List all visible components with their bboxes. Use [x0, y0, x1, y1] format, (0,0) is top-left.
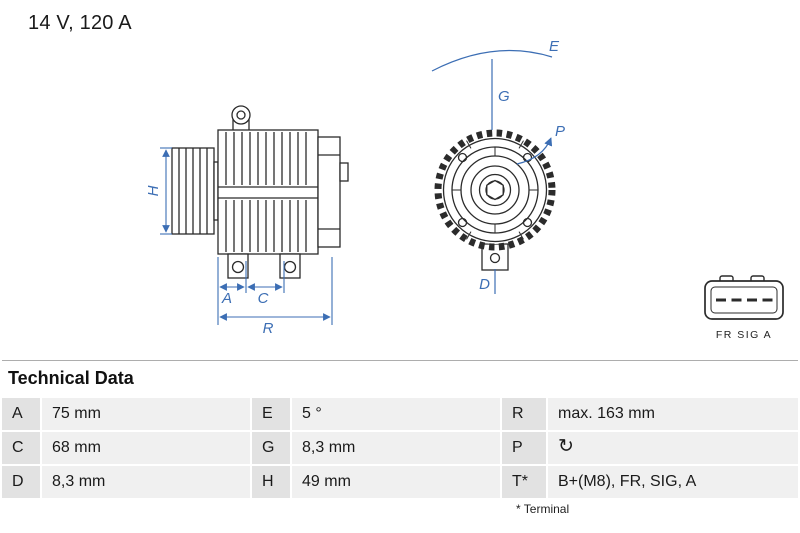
table-cell-key-t: T*	[502, 466, 546, 498]
table-cell-value-a: 75 mm	[42, 398, 250, 430]
mounting-lugs	[227, 253, 301, 279]
dim-label-p: P	[555, 123, 565, 140]
table-cell-key-p: P	[502, 432, 546, 464]
alternator-front-view	[434, 129, 556, 271]
page-title: 14 V, 120 A	[28, 12, 132, 34]
housing	[217, 129, 319, 255]
table-cell-value-h: 49 mm	[292, 466, 500, 498]
table-cell-value-g: 8,3 mm	[292, 432, 500, 464]
table-cell-value-t: B+(M8), FR, SIG, A	[548, 466, 798, 498]
alternator-side-view	[171, 105, 349, 279]
technical-data-section: Technical Data A 75 mm E 5 ° R max. 163 …	[2, 360, 798, 516]
table-cell-key-c: C	[2, 432, 40, 464]
angle-arc-e	[431, 49, 553, 72]
table-cell-key-h: H	[252, 466, 290, 498]
connector-label: FR SIG A	[716, 329, 772, 341]
dim-label-g: G	[498, 88, 510, 105]
side-view-dimensions	[160, 147, 333, 325]
front-view-annotation-labels: E G P D	[479, 38, 565, 293]
table-cell-key-g: G	[252, 432, 290, 464]
table-cell-value-c: 68 mm	[42, 432, 250, 464]
table-cell-key-e: E	[252, 398, 290, 430]
table-cell-value-d: 8,3 mm	[42, 466, 250, 498]
table-cell-value-e: 5 °	[292, 398, 500, 430]
dim-label-e: E	[549, 38, 560, 55]
table-cell-key-d: D	[2, 466, 40, 498]
front-bolt-holes	[457, 152, 533, 228]
dim-label-c: C	[258, 290, 269, 307]
dim-label-a: A	[221, 290, 232, 307]
terminal-footnote: * Terminal	[516, 502, 570, 516]
connector-diagram	[704, 275, 784, 320]
rotation-arrow-p	[516, 137, 553, 165]
rear-cap	[317, 136, 349, 248]
dim-label-r: R	[263, 320, 274, 337]
front-view-annotations	[431, 49, 553, 294]
castellated-rim	[434, 129, 556, 251]
technical-data-heading: Technical Data	[8, 368, 134, 388]
alternator-technical-drawing: H A C R	[145, 38, 784, 341]
table-cell-key-a: A	[2, 398, 40, 430]
dim-label-h: H	[145, 185, 162, 196]
mounting-eyelet	[231, 105, 251, 131]
shaft-hex-nut	[486, 179, 504, 201]
side-view-dimension-labels: H A C R	[145, 185, 274, 337]
dim-label-d: D	[479, 276, 490, 293]
table-cell-value-r: max. 163 mm	[548, 398, 798, 430]
pulley	[171, 147, 219, 235]
radial-ticks	[452, 140, 538, 240]
technical-data-table: A 75 mm E 5 ° R max. 163 mm C 68 mm G 8,…	[2, 398, 798, 498]
rotation-clockwise-icon: ↻	[558, 436, 574, 457]
table-cell-key-r: R	[502, 398, 546, 430]
cooling-fins	[225, 132, 307, 252]
table-cell-value-p: ↻	[548, 432, 798, 464]
